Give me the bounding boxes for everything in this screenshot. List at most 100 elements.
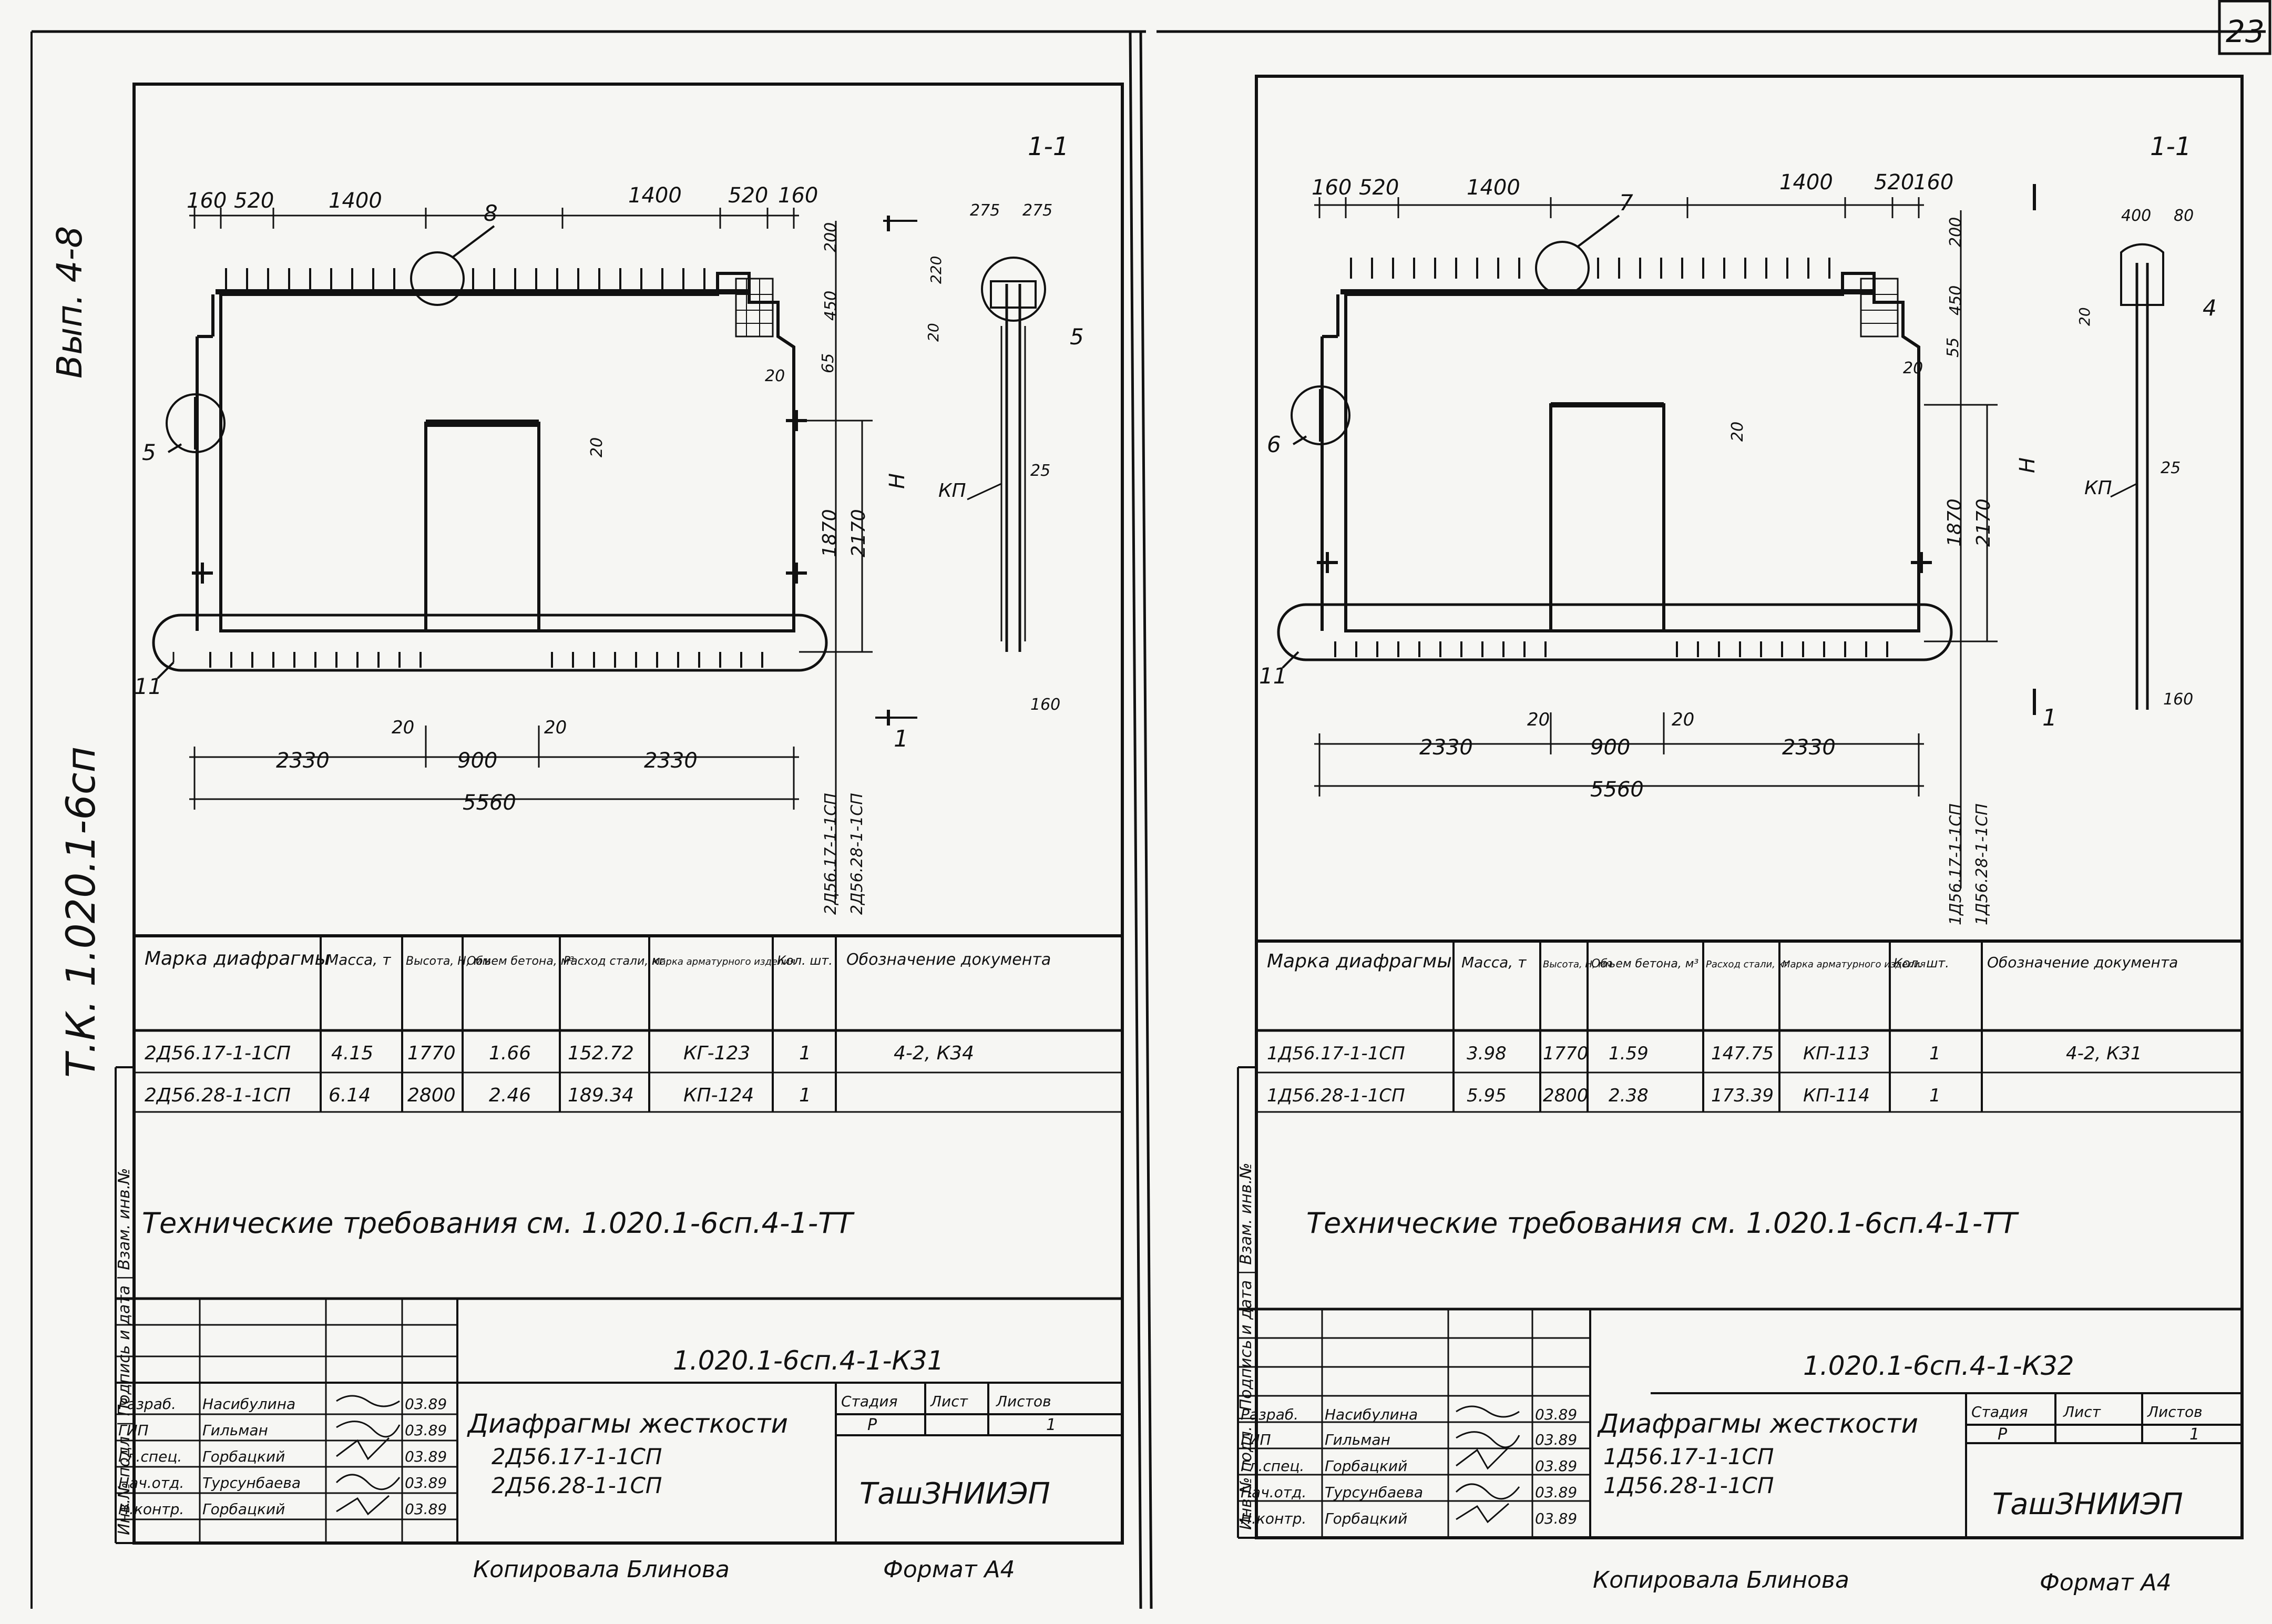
dim-h: H <box>885 473 909 489</box>
stage-h1: Стадия <box>841 1393 897 1410</box>
r-callout-3: 4 <box>2203 295 2217 321</box>
sig-role-4: Нач.отд. <box>118 1474 184 1492</box>
r-th-doc: Обозначение документа <box>1987 954 2178 971</box>
r-copied-by: Копировала Блинова <box>1593 1567 1849 1594</box>
td-r2-rebar: КП-124 <box>683 1085 754 1106</box>
td-r1-rebar: КГ-123 <box>683 1043 750 1064</box>
dim-sec-6: 160 <box>1030 696 1060 714</box>
r-mark-vertical-1: 1Д56.17-1-1СП <box>1947 803 1965 925</box>
corner-box <box>2218 0 2271 55</box>
r-dim-side-3: 55 <box>1944 338 1962 358</box>
side-stamp: Инв.№ подл. | Подпись и дата | Взам. инв… <box>115 1168 134 1535</box>
r-dim-side-7: 2170 <box>1973 498 1994 547</box>
dim-bottom-2: 900 <box>457 749 497 773</box>
dim-sec-4: 20 <box>925 323 942 342</box>
org: ТашЗНИИЭП <box>859 1477 1050 1511</box>
r-dim-bottom-1: 2330 <box>1419 736 1473 760</box>
r-callout-1: 7 <box>1619 190 1633 216</box>
r-subtitle-1: 1Д56.17-1-1СП <box>1603 1444 1774 1469</box>
side-series: Вып. 4-8 <box>49 226 90 379</box>
r-dim-side-2: 450 <box>1947 285 1965 315</box>
dim-side-6: 1870 <box>819 509 841 557</box>
r-td-r1-qty: 1 <box>1929 1043 1941 1064</box>
dim-top-2: 520 <box>234 189 274 213</box>
th-mark: Марка диафрагмы <box>145 948 330 969</box>
r-dim-top-5: 520 <box>1874 170 1914 195</box>
r-td-r1-steel: 147.75 <box>1711 1043 1774 1064</box>
sig-name-5: Горбацкий <box>202 1500 285 1518</box>
r-sig-date-1: 03.89 <box>1535 1406 1577 1423</box>
mark-vertical-2: 2Д56.28-1-1СП <box>848 793 866 915</box>
dim-side-7: 2170 <box>848 509 869 557</box>
r-sig-name-5: Горбацкий <box>1325 1510 1407 1527</box>
dim-top-4: 1400 <box>628 183 682 208</box>
r-section-label: 1-1 <box>2150 132 2191 161</box>
th-rebar: Марка арматурного изделия <box>652 956 795 967</box>
requirements-text: Технические требования см. 1.020.1-6сп.4… <box>142 1207 855 1240</box>
side-code: Т.К. 1.020.1-6сп <box>57 747 104 1078</box>
r-th-height: Высота, Н, мм <box>1543 959 1613 970</box>
sig-name-2: Гильман <box>202 1422 268 1439</box>
dim-bottom-1: 2330 <box>276 749 330 773</box>
r-dim-bottom-3: 2330 <box>1782 736 1836 760</box>
td-r2-qty: 1 <box>799 1085 811 1106</box>
r-td-r1-doc: 4-2, К31 <box>2066 1043 2142 1064</box>
r-dim-top-1: 160 <box>1312 176 1352 200</box>
r-stage-v1: Р <box>1998 1425 2008 1444</box>
r-dim-side-1: 200 <box>1947 217 1965 247</box>
sig-date-4: 03.89 <box>405 1474 447 1492</box>
r-stage-h3: Листов <box>2147 1403 2203 1421</box>
dim-sec-2: 275 <box>1022 201 1052 220</box>
r-dim-opening-2: 20 <box>1672 709 1694 730</box>
td-r1-height: 1770 <box>407 1043 456 1064</box>
r-doc-code: 1.020.1-6сп.4-1-К32 <box>1803 1351 2074 1381</box>
r-th-qty: Кол. шт. <box>1894 956 1949 971</box>
r-td-r2-steel: 173.39 <box>1711 1085 1774 1106</box>
r-stage-h1: Стадия <box>1971 1403 2028 1421</box>
section-mark: 1 <box>894 726 908 752</box>
stage-h2: Лист <box>930 1393 968 1410</box>
r-th-mass: Масса, т <box>1461 954 1527 971</box>
section-label: 1-1 <box>1028 132 1069 161</box>
r-mark-vertical-2: 1Д56.28-1-1СП <box>1973 803 1991 925</box>
r-sig-role-4: Нач.отд. <box>1241 1484 1306 1501</box>
sheet-left: Инв.№ подл. | Подпись и дата | Взам. инв… <box>115 83 1124 1583</box>
dim-top-5: 520 <box>728 183 768 208</box>
dim-total: 5560 <box>463 791 516 815</box>
r-callout-2: 6 <box>1267 432 1281 457</box>
r-sig-name-1: Насибулина <box>1325 1406 1418 1423</box>
r-td-r1-mark: 1Д56.17-1-1СП <box>1267 1043 1405 1064</box>
subtitle-1: 2Д56.17-1-1СП <box>492 1444 662 1469</box>
copied-by: Копировала Блинова <box>473 1556 730 1583</box>
td-r1-mark: 2Д56.17-1-1СП <box>145 1043 291 1064</box>
r-sig-name-4: Турсунбаева <box>1325 1484 1423 1501</box>
r-td-r2-rebar: КП-114 <box>1803 1085 1870 1106</box>
r-sig-date-3: 03.89 <box>1535 1457 1577 1475</box>
sig-name-4: Турсунбаева <box>202 1474 301 1492</box>
r-td-r1-height: 1770 <box>1543 1043 1589 1064</box>
th-height: Высота, Н, мм <box>406 955 491 968</box>
dim-side-3: 65 <box>819 353 837 373</box>
r-td-r2-mark: 1Д56.28-1-1СП <box>1267 1085 1405 1106</box>
doc-code: 1.020.1-6сп.4-1-К31 <box>673 1345 944 1376</box>
th-concrete: Объем бетона, м³ <box>467 955 574 968</box>
th-qty: Кол. шт. <box>777 953 833 968</box>
kp-label: КП <box>938 480 966 502</box>
dim-sec-3: 220 <box>927 256 945 284</box>
dim-side-5: 20 <box>588 437 606 457</box>
sig-date-2: 03.89 <box>405 1422 447 1439</box>
r-td-r1-mass: 3.98 <box>1467 1043 1507 1064</box>
dim-top-1: 160 <box>187 189 227 213</box>
r-th-concrete: Объем бетона, м³ <box>1591 957 1698 971</box>
r-kp-label: КП <box>2084 477 2112 499</box>
r-dim-sec-2: 80 <box>2174 207 2194 225</box>
r-dim-total: 5560 <box>1590 778 1644 802</box>
r-sig-role-5: Н.контр. <box>1241 1510 1306 1527</box>
td-r1-mass: 4.15 <box>331 1043 373 1064</box>
th-steel: Расход стали, кг <box>564 955 666 968</box>
td-r1-doc: 4-2, К34 <box>894 1043 974 1064</box>
r-th-steel: Расход стали, кг <box>1706 959 1789 970</box>
dim-top-3: 1400 <box>329 189 382 213</box>
r-td-r2-height: 2800 <box>1543 1085 1589 1106</box>
